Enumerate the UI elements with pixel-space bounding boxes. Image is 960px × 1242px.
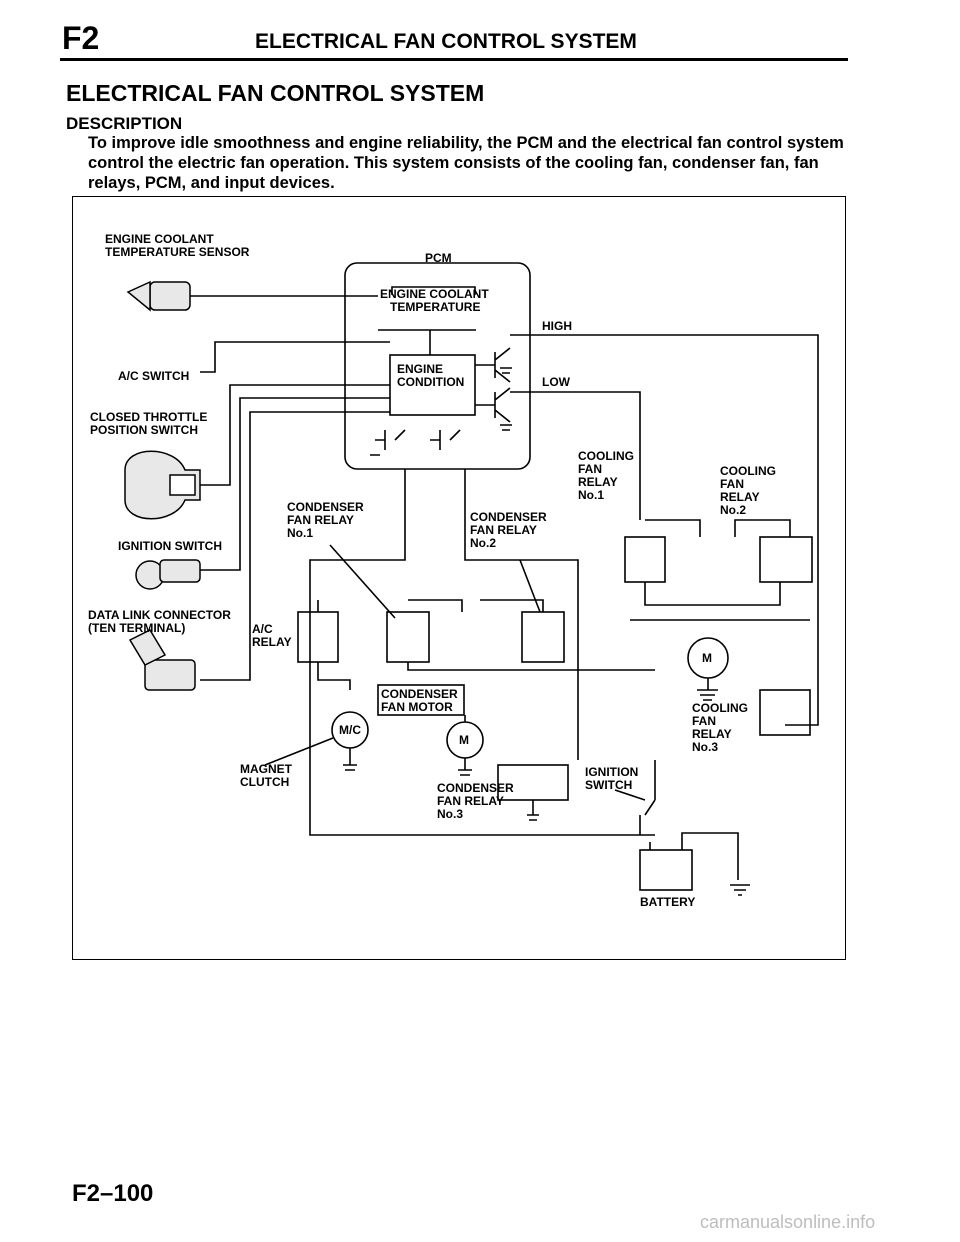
ac-switch-label: A/C SWITCH (118, 369, 189, 383)
cfr1-label-2: FAN (578, 462, 602, 476)
cfr3-label-3: RELAY (692, 727, 732, 741)
cdr2-label-1: CONDENSER (470, 510, 547, 524)
cdr3-label-2: FAN RELAY (437, 794, 504, 808)
cfr1-label-3: RELAY (578, 475, 618, 489)
cfr2-label-1: COOLING (720, 464, 776, 478)
cdr2-label-2: FAN RELAY (470, 523, 537, 537)
cfr2-label-3: RELAY (720, 490, 760, 504)
cfr2-label-2: FAN (720, 477, 744, 491)
cdr1-label-1: CONDENSER (287, 500, 364, 514)
engine-condition-label-1: ENGINE (397, 362, 443, 376)
mc-label: M/C (339, 723, 361, 737)
cdr1-label-2: FAN RELAY (287, 513, 354, 527)
page-number: F2–100 (72, 1180, 154, 1207)
ignition2-label-1: IGNITION (585, 765, 638, 779)
cdr1-label-3: No.1 (287, 526, 313, 540)
cfr1-label-4: No.1 (578, 488, 604, 502)
cdr3-label-3: No.3 (437, 807, 463, 821)
header-title: ELECTRICAL FAN CONTROL SYSTEM (255, 30, 637, 53)
cooling-motor-m-label: M (702, 651, 712, 665)
description-heading: DESCRIPTION (66, 114, 183, 133)
ect-sensor-icon (126, 280, 191, 312)
ac-relay-label-2: RELAY (252, 635, 292, 649)
section-title: ELECTRICAL FAN CONTROL SYSTEM (66, 80, 485, 106)
dlc-label-2: (TEN TERMINAL) (88, 621, 185, 635)
pcm-label: PCM (425, 251, 452, 265)
dlc-label-1: DATA LINK CONNECTOR (88, 608, 231, 622)
throttle-position-switch-icon (124, 450, 201, 520)
ect-label-2: TEMPERATURE SENSOR (105, 245, 250, 259)
cfr1-label-1: COOLING (578, 449, 634, 463)
ctp-label-2: POSITION SWITCH (90, 423, 198, 437)
ac-relay-label-1: A/C (252, 622, 273, 636)
description-body: To improve idle smoothness and engine re… (88, 134, 844, 192)
engine-condition-label-2: CONDITION (397, 375, 464, 389)
high-label: HIGH (542, 319, 572, 333)
cdr3-label-1: CONDENSER (437, 781, 514, 795)
magnet-clutch-label-2: CLUTCH (240, 775, 289, 789)
section-code: F2 (62, 20, 100, 56)
cfr3-label-1: COOLING (692, 701, 748, 715)
ignition2-label-2: SWITCH (585, 778, 632, 792)
pcm-ect-label-1: ENGINE COOLANT (380, 287, 489, 301)
cfm-label-1: CONDENSER (381, 687, 458, 701)
pcm-ect-label-2: TEMPERATURE (390, 300, 480, 314)
magnet-clutch-label-1: MAGNET (240, 762, 293, 776)
header-rule (60, 58, 848, 61)
cdr2-label-3: No.2 (470, 536, 496, 550)
ignition-switch-label: IGNITION SWITCH (118, 539, 222, 553)
condenser-motor-m-label: M (459, 733, 469, 747)
pcm-box (344, 262, 531, 470)
cfm-label-2: FAN MOTOR (381, 700, 453, 714)
cfr3-label-4: No.3 (692, 740, 718, 754)
ctp-label-1: CLOSED THROTTLE (90, 410, 207, 424)
low-label: LOW (542, 375, 571, 389)
ignition-switch-icon (135, 559, 201, 590)
cfr3-label-2: FAN (692, 714, 716, 728)
ect-label-1: ENGINE COOLANT (105, 232, 214, 246)
diagram-frame (72, 196, 846, 960)
data-link-connector-icon (128, 629, 196, 691)
battery-label: BATTERY (640, 895, 695, 909)
watermark: carmanualsonline.info (700, 1212, 876, 1232)
cfr2-label-4: No.2 (720, 503, 746, 517)
